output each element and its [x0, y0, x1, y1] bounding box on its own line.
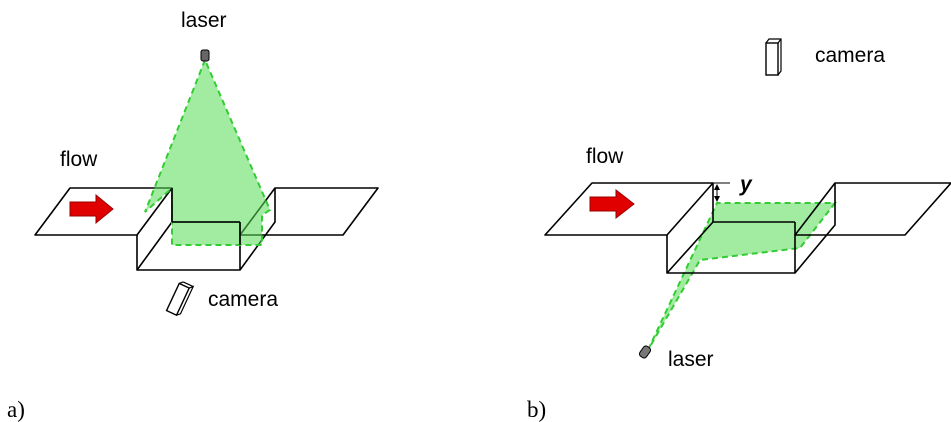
y-dimension-marker — [713, 182, 730, 202]
camera-label-a: camera — [208, 288, 278, 311]
panel-b: y flow laser camera b) — [527, 38, 951, 422]
camera-icon — [165, 281, 195, 317]
laser-icon — [200, 49, 210, 62]
panel-label-a: a) — [7, 397, 25, 422]
laser-icon — [638, 345, 652, 359]
y-label-b: y — [739, 173, 753, 196]
camera-label-b: camera — [815, 44, 885, 67]
laser-label-b: laser — [668, 348, 714, 371]
camera-icon — [765, 38, 782, 76]
laser-sheet-a — [144, 57, 272, 246]
flow-arrow-icon — [69, 193, 114, 225]
channel-a-front — [171, 188, 241, 245]
flow-label-b: flow — [586, 145, 624, 168]
panel-label-b: b) — [527, 397, 546, 422]
laser-sheet-b — [647, 202, 838, 351]
laser-label-a: laser — [181, 9, 227, 32]
flow-arrow-icon — [589, 188, 635, 220]
flow-label-a: flow — [60, 148, 98, 171]
panel-a: laser flow camera a) — [7, 9, 379, 422]
